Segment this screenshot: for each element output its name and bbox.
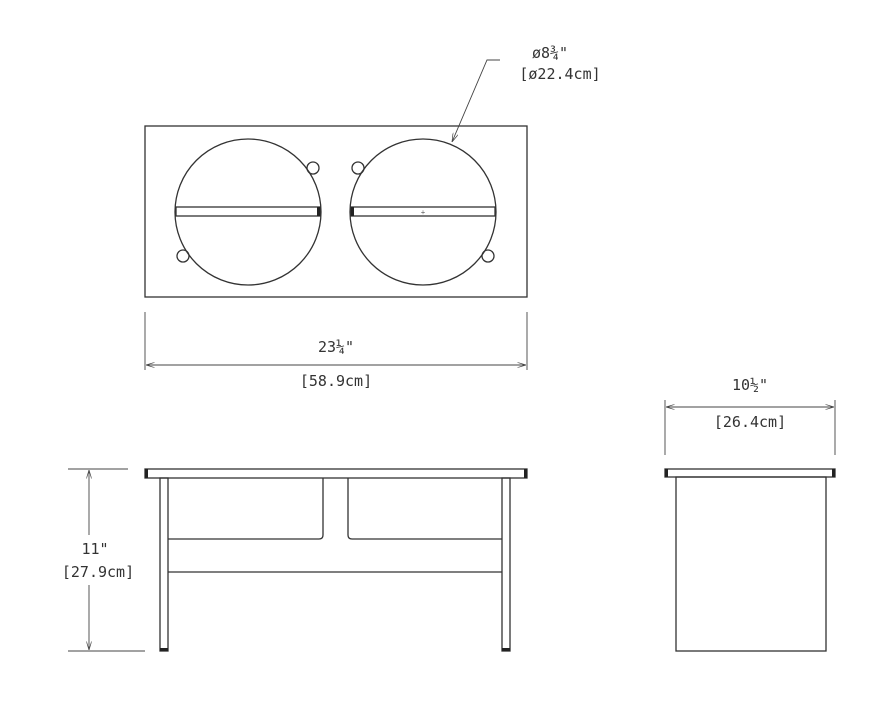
right-bowl-opening: + <box>349 138 497 286</box>
top-view: + ø8¾" [ø22.4cm] 23¼" [58.9cm] <box>144 44 601 390</box>
left-leg <box>159 477 169 652</box>
left-bowl-profile <box>168 478 324 540</box>
bowl-diameter-metric: [ø22.4cm] <box>519 65 600 83</box>
center-mark: + <box>421 208 426 217</box>
top-plate-outline <box>144 125 528 298</box>
side-body <box>675 476 827 652</box>
height-metric: [27.9cm] <box>62 563 134 581</box>
depth-metric: [26.4cm] <box>714 413 786 431</box>
diameter-leader <box>452 59 500 142</box>
side-top-plate <box>664 468 836 478</box>
bowl-diameter-imperial: ø8¾" <box>532 44 568 62</box>
front-top-plate <box>144 468 528 479</box>
right-bowl-profile <box>347 478 502 540</box>
right-leg <box>501 477 511 652</box>
width-metric: [58.9cm] <box>300 372 372 390</box>
side-view: 10½" [26.4cm] <box>664 376 836 652</box>
height-imperial: 11" <box>81 540 108 558</box>
front-view: 11" [27.9cm] <box>62 468 528 652</box>
depth-imperial: 10½" <box>732 376 768 394</box>
left-bowl-opening <box>174 138 322 286</box>
width-imperial: 23¼" <box>318 338 354 356</box>
